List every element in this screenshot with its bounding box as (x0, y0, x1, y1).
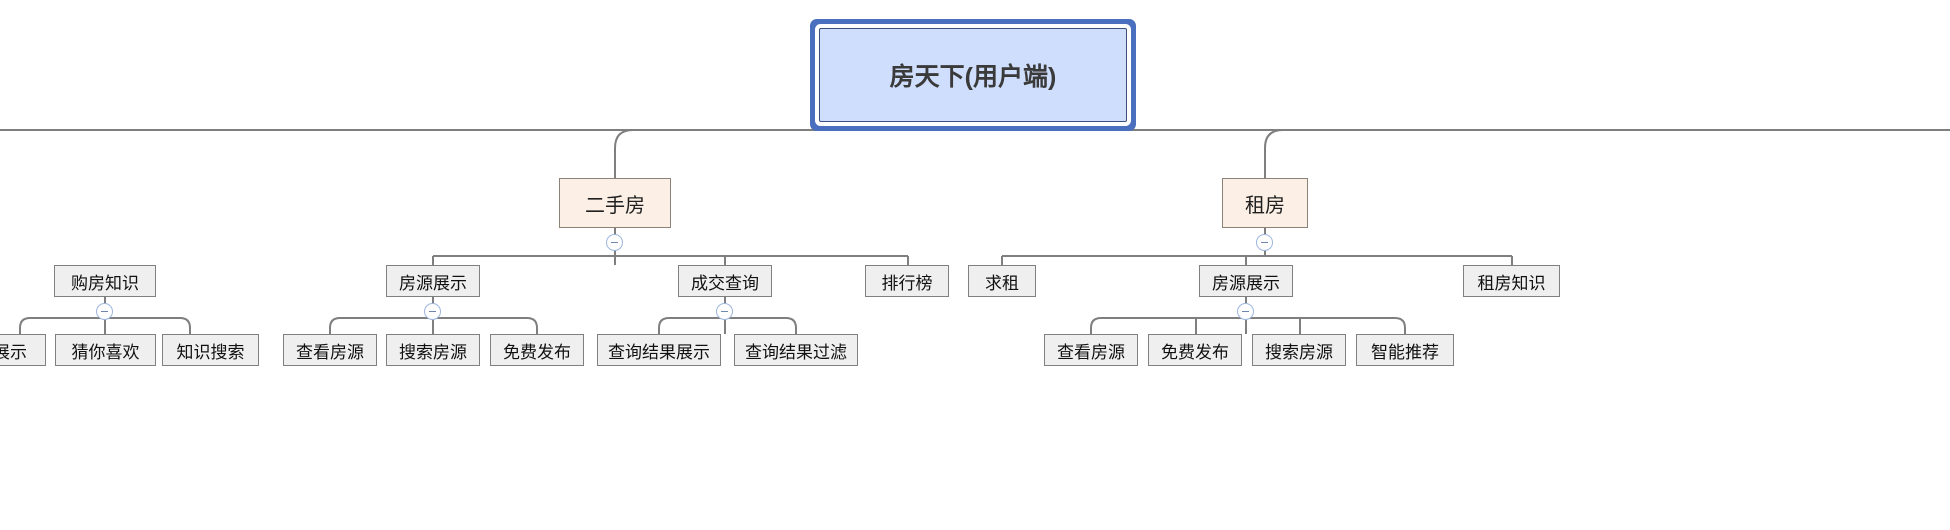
collapse-toggle-fangyuanzhanshi-ershoufang[interactable] (424, 303, 441, 320)
collapse-toggle-fangyuanzhanshi-zufang[interactable] (1237, 303, 1254, 320)
node-sousuofangyuan-zufang[interactable]: 搜索房源 (1252, 334, 1346, 366)
node-fangyuanzhanshi-ershoufang[interactable]: 房源展示 (386, 265, 480, 297)
node-chakanfangyuan-ershoufang[interactable]: 查看房源 (283, 334, 377, 366)
node-chaxunjieguoguolv[interactable]: 查询结果过滤 (734, 334, 858, 366)
collapse-toggle-ershoufang[interactable] (606, 234, 623, 251)
node-paihangbang[interactable]: 排行榜 (865, 265, 949, 297)
node-root[interactable]: 房天下(用户端) (819, 28, 1127, 122)
node-ershoufang[interactable]: 二手房 (559, 178, 671, 228)
node-zufangzhishi[interactable]: 租房知识 (1463, 265, 1560, 297)
collapse-toggle-goufangzhishi[interactable] (96, 303, 113, 320)
collapse-toggle-chengjiaochaxun[interactable] (716, 303, 733, 320)
node-goufangzhishi[interactable]: 购房知识 (54, 265, 156, 297)
node-chakanfangyuan-zufang[interactable]: 查看房源 (1044, 334, 1138, 366)
node-zhanshi[interactable]: 展示 (0, 334, 46, 366)
node-sousuofangyuan-ershoufang[interactable]: 搜索房源 (386, 334, 480, 366)
collapse-toggle-zufang[interactable] (1256, 234, 1273, 251)
node-fangyuanzhanshi-zufang[interactable]: 房源展示 (1199, 265, 1293, 297)
node-chengjiaochaxun[interactable]: 成交查询 (678, 265, 772, 297)
node-zhishisousuo[interactable]: 知识搜索 (162, 334, 259, 366)
node-zufang[interactable]: 租房 (1222, 178, 1308, 228)
node-zhinengtuijian[interactable]: 智能推荐 (1356, 334, 1454, 366)
node-mianfeifabu-zufang[interactable]: 免费发布 (1148, 334, 1242, 366)
node-mianfeifabu-ershoufang[interactable]: 免费发布 (490, 334, 584, 366)
node-qiuzu[interactable]: 求租 (968, 265, 1036, 297)
node-chaxunjieguozhanshi[interactable]: 查询结果展示 (597, 334, 721, 366)
node-cainixihuan[interactable]: 猜你喜欢 (55, 334, 156, 366)
